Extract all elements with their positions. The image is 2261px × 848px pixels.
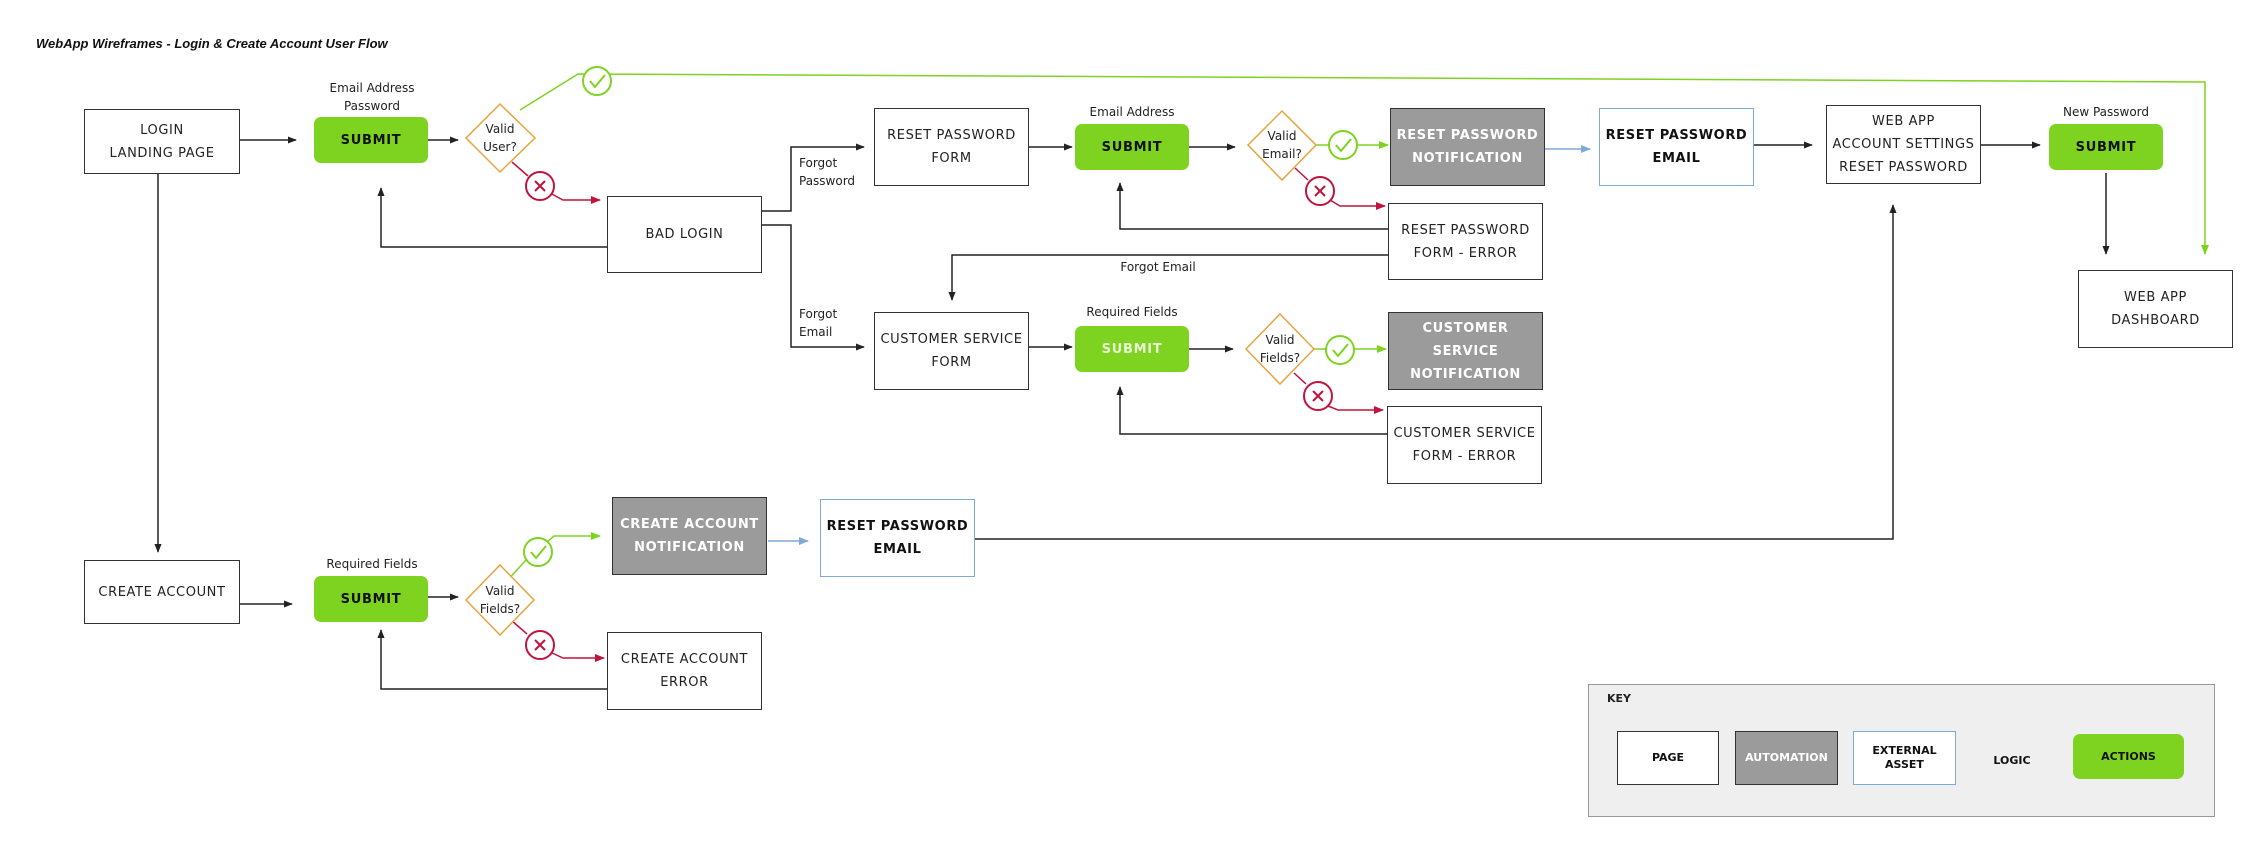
edge-valid-fields-create-success xyxy=(504,532,601,584)
edge-email-bottom-settings xyxy=(975,204,1897,540)
label-cs-fields: Required Fields xyxy=(1086,305,1178,319)
error-x-icon-fields-cs xyxy=(1303,381,1333,411)
submit-button-login[interactable]: SUBMIT xyxy=(314,117,428,163)
edge-reseterror-submit xyxy=(1116,182,1388,230)
page-create-account[interactable]: CREATE ACCOUNT xyxy=(84,560,240,624)
label-forgot-email-line: Forgot Email xyxy=(1120,260,1196,274)
label-login-fields: Email Address Password xyxy=(329,81,415,113)
success-check-icon-fields-cs xyxy=(1325,335,1355,365)
label-reset-fields: Email Address xyxy=(1089,105,1175,119)
logic-valid-user xyxy=(464,102,537,174)
diagram-title: WebApp Wireframes - Login & Create Accou… xyxy=(36,36,388,51)
page-reset-password-form-error[interactable]: RESET PASSWORD FORM - ERROR xyxy=(1388,203,1543,280)
key-external-asset: EXTERNAL ASSET xyxy=(1853,731,1956,785)
edge-badlogin-submit xyxy=(377,187,607,248)
edge-badlogin-forgot-password xyxy=(762,143,865,212)
edge-createerror-submit xyxy=(377,629,607,690)
submit-button-reset-password[interactable]: SUBMIT xyxy=(1075,124,1189,170)
success-check-icon-user xyxy=(582,66,612,96)
submit-button-customer-service[interactable]: SUBMIT xyxy=(1075,326,1189,372)
submit-button-create-account[interactable]: SUBMIT xyxy=(314,576,428,622)
edge-valid-email-error xyxy=(1294,167,1385,206)
logic-label-valid-user: Valid User? xyxy=(483,122,517,154)
page-bad-login[interactable]: BAD LOGIN xyxy=(607,196,762,273)
success-check-icon-fields-create xyxy=(523,537,553,567)
label-forgot-password: Forgot Password xyxy=(799,156,856,188)
edge-cserror-submit xyxy=(1116,386,1387,435)
page-login-landing[interactable]: LOGIN LANDING PAGE xyxy=(84,109,240,174)
logic-label-valid-fields-create: Valid Fields? xyxy=(479,584,521,616)
key-page: PAGE xyxy=(1617,731,1719,785)
page-customer-service-form-error[interactable]: CUSTOMER SERVICE FORM - ERROR xyxy=(1387,406,1542,484)
page-create-account-error[interactable]: CREATE ACCOUNT ERROR xyxy=(607,632,762,710)
edge-badlogin-forgot-email xyxy=(762,224,865,351)
automation-create-account-notification: CREATE ACCOUNT NOTIFICATION xyxy=(612,497,767,575)
edge-valid-fields-create-error xyxy=(510,619,604,658)
automation-customer-service-notification: CUSTOMER SERVICE NOTIFICATION xyxy=(1388,312,1543,390)
edge-valid-user-error xyxy=(511,161,600,200)
logic-valid-fields-create xyxy=(464,563,536,637)
edge-valid-fields-cs-error xyxy=(1293,372,1383,410)
error-x-icon-fields-create xyxy=(525,630,555,660)
key-actions: ACTIONS xyxy=(2073,734,2184,779)
page-customer-service-form[interactable]: CUSTOMER SERVICE FORM xyxy=(874,312,1029,390)
label-forgot-email-branch: Forgot Email xyxy=(799,307,838,339)
label-new-password: New Password xyxy=(2062,105,2150,119)
external-reset-password-email-bottom: RESET PASSWORD EMAIL xyxy=(820,499,975,577)
automation-reset-password-notification: RESET PASSWORD NOTIFICATION xyxy=(1390,108,1545,186)
logic-label-valid-fields-cs: Valid Fields? xyxy=(1259,333,1301,365)
logic-label-valid-email: Valid Email? xyxy=(1262,129,1302,161)
key-logic: LOGIC xyxy=(1993,754,2031,767)
submit-button-new-password[interactable]: SUBMIT xyxy=(2049,124,2163,170)
logic-valid-email xyxy=(1246,109,1318,182)
error-x-icon-email xyxy=(1305,176,1335,206)
logic-valid-fields-cs xyxy=(1244,312,1316,386)
key-automation: AUTOMATION xyxy=(1735,731,1838,785)
success-check-icon-email xyxy=(1328,130,1358,160)
external-reset-password-email-top: RESET PASSWORD EMAIL xyxy=(1599,108,1754,186)
page-reset-password-form[interactable]: RESET PASSWORD FORM xyxy=(874,108,1029,186)
error-x-icon-user xyxy=(525,171,555,201)
label-create-fields: Required Fields xyxy=(326,557,418,571)
page-account-settings-reset[interactable]: WEB APP ACCOUNT SETTINGS RESET PASSWORD xyxy=(1826,105,1981,184)
edge-valid-user-success xyxy=(519,73,2209,255)
key-title: KEY xyxy=(1607,692,1632,705)
page-dashboard[interactable]: WEB APP DASHBOARD xyxy=(2078,270,2233,348)
edge-forgot-email-line xyxy=(948,254,1388,301)
